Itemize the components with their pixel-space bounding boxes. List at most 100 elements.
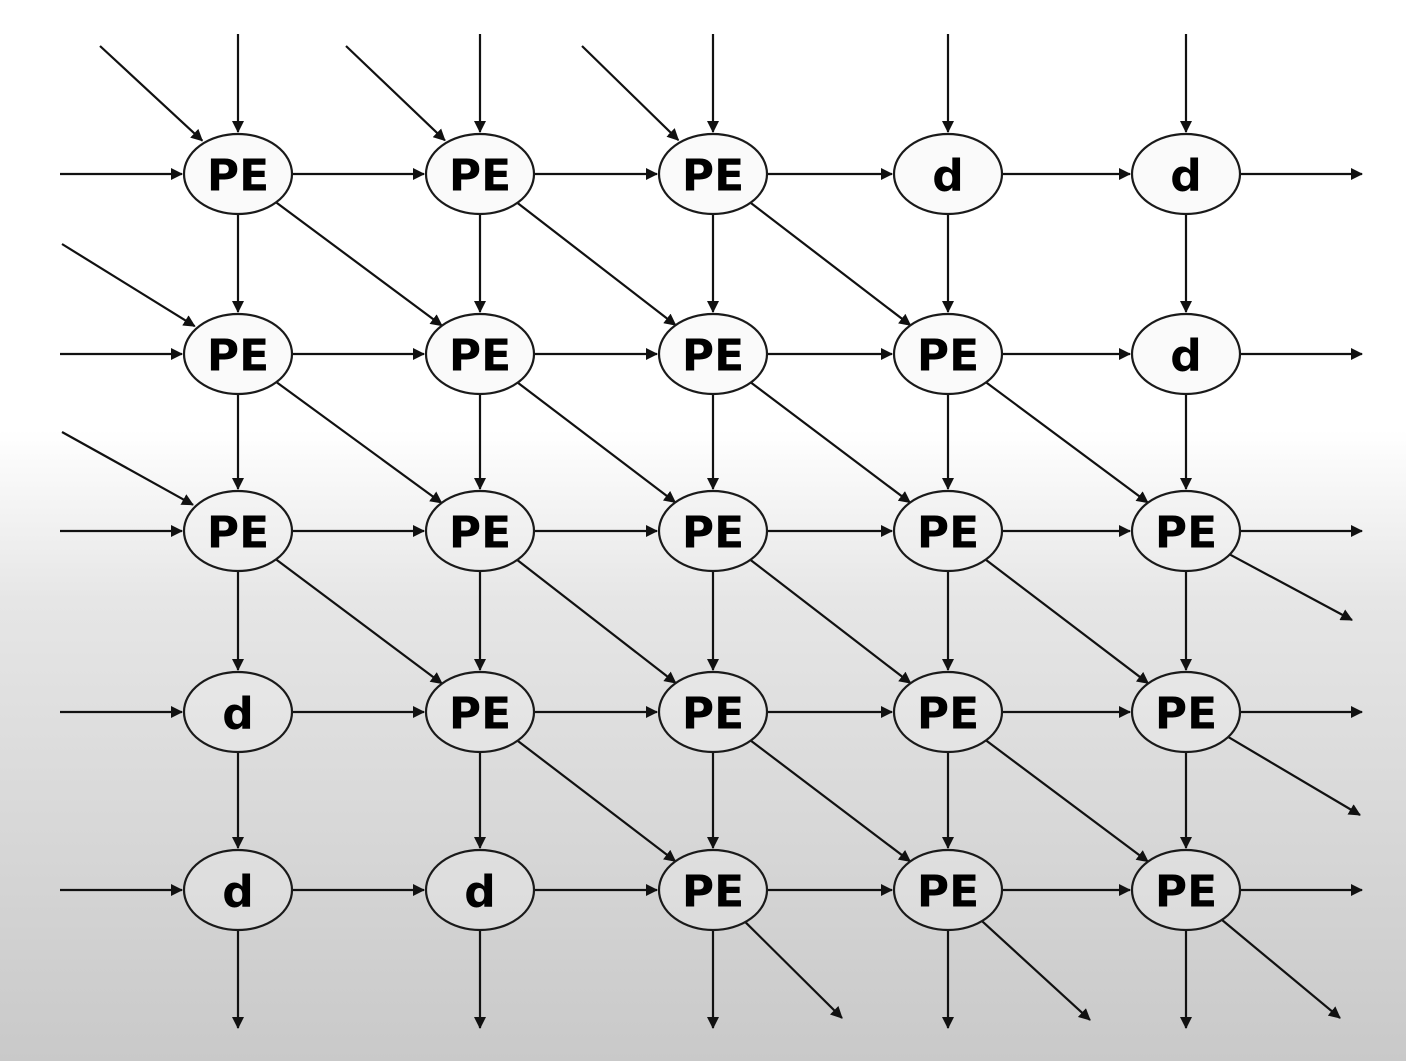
pe-node-label: PE bbox=[449, 151, 511, 202]
pe-node: PE bbox=[892, 848, 1004, 932]
pe-node-label: PE bbox=[682, 151, 744, 202]
diagonal-output-arrow bbox=[1229, 553, 1353, 621]
pe-node-label: PE bbox=[917, 689, 979, 740]
pe-node-label: PE bbox=[1155, 508, 1217, 559]
pe-node: PE bbox=[657, 489, 769, 573]
delay-node-ellipse bbox=[1130, 132, 1242, 216]
diagonal-output-arrow bbox=[1227, 736, 1361, 816]
pe-node-ellipse bbox=[1130, 670, 1242, 754]
pe-node: PE bbox=[424, 670, 536, 754]
pe-node-ellipse bbox=[892, 670, 1004, 754]
pe-node-label: PE bbox=[682, 508, 744, 559]
delay-node-label: d bbox=[1170, 331, 1202, 382]
delay-node-ellipse bbox=[182, 670, 294, 754]
pe-node-ellipse bbox=[1130, 489, 1242, 573]
diagonal-input-arrow bbox=[61, 243, 196, 328]
pe-node-ellipse bbox=[182, 489, 294, 573]
delay-node: d bbox=[1130, 312, 1242, 396]
pe-node-label: PE bbox=[449, 689, 511, 740]
delay-node: d bbox=[424, 848, 536, 932]
diagonal-arrow bbox=[749, 558, 912, 685]
delay-node: d bbox=[182, 848, 294, 932]
delay-node: d bbox=[182, 670, 294, 754]
pe-node-ellipse bbox=[424, 312, 536, 396]
diagonal-arrow bbox=[275, 201, 443, 327]
diagonal-input-arrow bbox=[581, 45, 680, 141]
pe-node: PE bbox=[182, 489, 294, 573]
pe-node-ellipse bbox=[182, 312, 294, 396]
delay-node-label: d bbox=[222, 689, 254, 740]
delay-node: d bbox=[1130, 132, 1242, 216]
pe-node: PE bbox=[657, 670, 769, 754]
delay-node-ellipse bbox=[1130, 312, 1242, 396]
pe-node-ellipse bbox=[657, 848, 769, 932]
pe-node: PE bbox=[182, 312, 294, 396]
pe-node-ellipse bbox=[657, 312, 769, 396]
diagonal-arrow bbox=[985, 558, 1150, 685]
pe-node: PE bbox=[892, 312, 1004, 396]
diagonal-output-arrow bbox=[981, 920, 1091, 1021]
pe-node-ellipse bbox=[657, 489, 769, 573]
pe-node-label: PE bbox=[1155, 867, 1217, 918]
pe-node: PE bbox=[657, 312, 769, 396]
delay-node-label: d bbox=[464, 867, 496, 918]
pe-node-ellipse bbox=[1130, 848, 1242, 932]
pe-node: PE bbox=[182, 132, 294, 216]
diagonal-arrow bbox=[985, 739, 1149, 863]
pe-node-ellipse bbox=[892, 312, 1004, 396]
pe-node: PE bbox=[657, 132, 769, 216]
pe-node-ellipse bbox=[182, 132, 294, 216]
pe-node: PE bbox=[1130, 670, 1242, 754]
delay-node-ellipse bbox=[424, 848, 536, 932]
diagonal-input-arrow bbox=[345, 45, 446, 142]
pe-node-label: PE bbox=[207, 331, 269, 382]
pe-node: PE bbox=[424, 132, 536, 216]
pe-node: PE bbox=[1130, 489, 1242, 573]
delay-node-label: d bbox=[222, 867, 254, 918]
diagonal-input-arrow bbox=[99, 45, 204, 142]
delay-node-label: d bbox=[1170, 151, 1202, 202]
diagonal-arrow bbox=[275, 381, 443, 504]
pe-node-label: PE bbox=[682, 867, 744, 918]
diagonal-arrow bbox=[749, 201, 912, 327]
diagonal-arrow bbox=[275, 558, 443, 685]
pe-node-label: PE bbox=[449, 331, 511, 382]
pe-node-label: PE bbox=[207, 151, 269, 202]
pe-node-label: PE bbox=[917, 867, 979, 918]
diagonal-arrow bbox=[516, 739, 677, 863]
edges-layer bbox=[60, 34, 1363, 1029]
diagonal-arrow bbox=[750, 739, 912, 863]
diagonal-arrow bbox=[985, 381, 1149, 504]
pe-node-ellipse bbox=[892, 848, 1004, 932]
pe-node: PE bbox=[892, 489, 1004, 573]
pe-node: PE bbox=[424, 489, 536, 573]
pe-node: PE bbox=[892, 670, 1004, 754]
diagonal-arrow bbox=[516, 202, 677, 326]
pe-node-label: PE bbox=[917, 508, 979, 559]
pe-node-ellipse bbox=[424, 132, 536, 216]
diagonal-arrow bbox=[517, 381, 677, 504]
diagonal-output-arrow bbox=[744, 921, 843, 1019]
pe-node-label: PE bbox=[917, 331, 979, 382]
pe-node-ellipse bbox=[424, 670, 536, 754]
pe-node-ellipse bbox=[892, 489, 1004, 573]
delay-node-label: d bbox=[932, 151, 964, 202]
delay-node-ellipse bbox=[182, 848, 294, 932]
diagonal-output-arrow bbox=[1221, 919, 1341, 1019]
delay-node: d bbox=[892, 132, 1004, 216]
pe-node-ellipse bbox=[657, 670, 769, 754]
diagonal-arrow bbox=[750, 381, 911, 504]
pe-node-label: PE bbox=[1155, 689, 1217, 740]
diagonal-input-arrow bbox=[61, 431, 194, 506]
pe-node: PE bbox=[657, 848, 769, 932]
pe-node: PE bbox=[1130, 848, 1242, 932]
pe-node-label: PE bbox=[207, 508, 269, 559]
pe-node-ellipse bbox=[657, 132, 769, 216]
pe-node-ellipse bbox=[424, 489, 536, 573]
pe-node-label: PE bbox=[682, 331, 744, 382]
delay-node-ellipse bbox=[892, 132, 1004, 216]
pe-node-label: PE bbox=[682, 689, 744, 740]
